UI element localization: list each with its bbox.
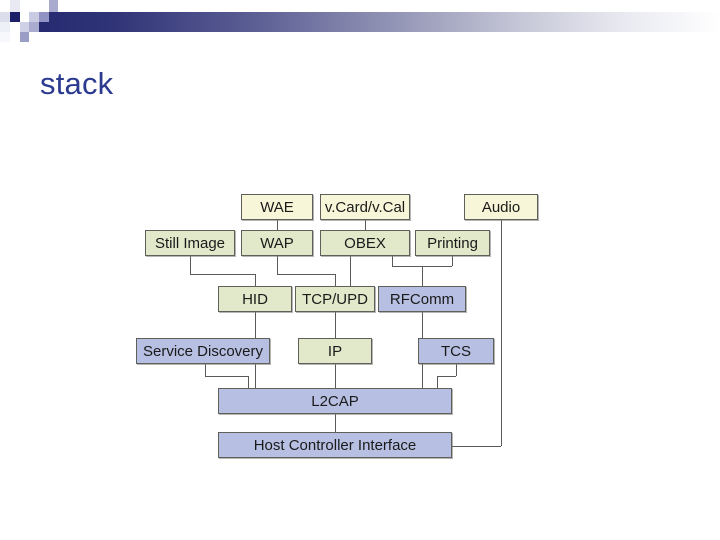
header-square-14 — [29, 22, 39, 32]
node-sdp[interactable]: Service Discovery — [136, 338, 270, 364]
edge-sdp-cross — [205, 376, 248, 377]
node-printing[interactable]: Printing — [415, 230, 490, 256]
node-audio[interactable]: Audio — [464, 194, 538, 220]
header-square-0 — [0, 0, 10, 12]
header-square-11 — [0, 22, 10, 32]
node-rfcomm[interactable]: RFComm — [378, 286, 466, 312]
node-wap[interactable]: WAP — [241, 230, 313, 256]
node-vcard[interactable]: v.Card/v.Cal — [320, 194, 410, 220]
header-square-6 — [0, 12, 10, 22]
header-gradient-bar — [38, 12, 720, 32]
header-square-13 — [20, 22, 29, 32]
node-hci[interactable]: Host Controller Interface — [218, 432, 452, 458]
header-square-10 — [39, 12, 49, 22]
edge-obex-cross-right — [392, 266, 422, 267]
edge-tcs-cross — [437, 376, 456, 377]
header-square-16 — [0, 32, 10, 42]
node-obex[interactable]: OBEX — [320, 230, 410, 256]
edge-wap-into-tcpupd — [335, 274, 336, 286]
edge-audio-drop — [501, 220, 502, 446]
header-square-7 — [10, 12, 20, 22]
node-wae[interactable]: WAE — [241, 194, 313, 220]
edge-tcs-drop — [456, 364, 457, 376]
node-hid[interactable]: HID — [218, 286, 292, 312]
node-ip[interactable]: IP — [298, 338, 372, 364]
edge-vcard-to-obex — [365, 220, 366, 230]
header-square-9 — [29, 12, 39, 22]
edge-stillimg-drop — [190, 256, 191, 274]
edge-tcs-into-l2cap — [437, 376, 438, 388]
header-square-15 — [39, 22, 49, 32]
edge-obex-drop-left — [350, 256, 351, 286]
header-square-4 — [39, 0, 49, 12]
node-stillimg[interactable]: Still Image — [145, 230, 235, 256]
header-square-1 — [10, 0, 20, 12]
edge-printing-drop — [452, 256, 453, 266]
header-square-5 — [49, 0, 58, 12]
edge-stillimg-cross — [190, 274, 255, 275]
edge-obex-into-rfcomm — [422, 266, 423, 286]
header-square-18 — [20, 32, 29, 42]
node-tcpupd[interactable]: TCP/UPD — [295, 286, 375, 312]
edge-tcpupd-to-ip — [335, 312, 336, 338]
edge-l2cap-to-hci — [335, 414, 336, 432]
page-title: stack — [40, 66, 114, 101]
header-square-8 — [20, 12, 29, 22]
edge-stillimg-into-hid — [255, 274, 256, 286]
slide-header-decoration — [0, 0, 720, 48]
node-tcs[interactable]: TCS — [418, 338, 494, 364]
header-square-17 — [10, 32, 20, 42]
header-square-2 — [20, 0, 29, 12]
edge-audio-cross-to-hci — [452, 446, 501, 447]
edge-sdp-into-l2cap — [248, 376, 249, 388]
edge-obex-drop-right — [392, 256, 393, 266]
header-square-12 — [10, 22, 20, 32]
edge-wap-drop — [277, 256, 278, 274]
edge-wae-to-wap — [277, 220, 278, 230]
edge-printing-cross — [422, 266, 452, 267]
edge-sdp-drop — [205, 364, 206, 376]
header-square-3 — [29, 0, 39, 12]
edge-wap-cross — [277, 274, 335, 275]
header-square-19 — [29, 32, 39, 42]
node-l2cap[interactable]: L2CAP — [218, 388, 452, 414]
edge-ip-to-l2cap — [335, 364, 336, 388]
